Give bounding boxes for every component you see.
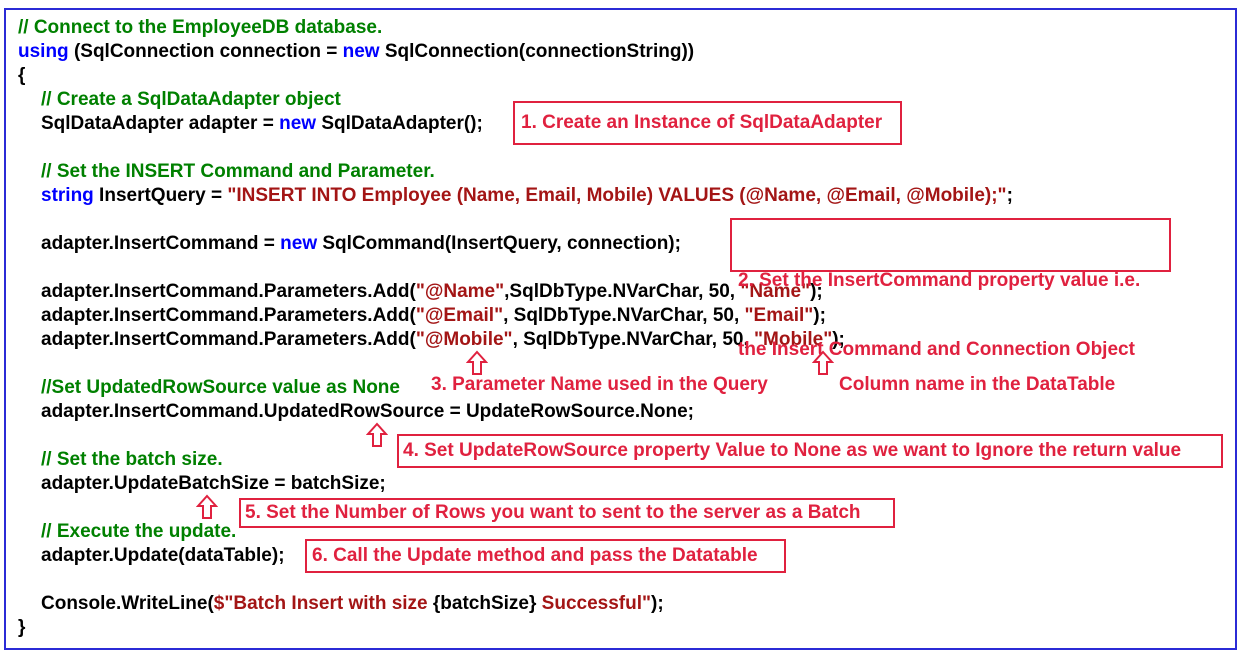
string-literal: "Email" xyxy=(744,305,814,326)
up-arrow-icon xyxy=(366,422,388,447)
code-brace-close: } xyxy=(18,617,26,638)
string-literal: "Name" xyxy=(740,281,811,302)
keyword-using: using xyxy=(18,41,69,62)
code-line-insertcommand: adapter.InsertCommand = new SqlCommand(I… xyxy=(41,232,681,256)
string-literal: $"Batch Insert with size xyxy=(213,593,433,614)
code-text: ; xyxy=(1006,185,1013,206)
string-literal: "@Name" xyxy=(415,281,505,302)
code-text: adapter.InsertCommand.Parameters.Add( xyxy=(41,305,416,326)
up-arrow-icon xyxy=(466,350,488,375)
annotation-insertcommand: 2. Set the InsertCommand property value … xyxy=(730,218,1171,360)
code-text: ); xyxy=(813,305,826,326)
annotation-create-instance: 1. Create an Instance of SqlDataAdapter xyxy=(513,101,902,145)
code-text: , SqlDbType.NVarChar, 50, xyxy=(512,329,755,350)
code-text: adapter.InsertCommand.Parameters.Add( xyxy=(41,281,416,302)
code-frame xyxy=(4,8,1237,650)
code-text: SqlConnection(connectionString)) xyxy=(379,41,695,62)
code-line-param-mobile: adapter.InsertCommand.Parameters.Add("@M… xyxy=(41,328,845,352)
string-literal: Successful" xyxy=(536,593,652,614)
code-text: Console.WriteLine( xyxy=(41,593,214,614)
code-line-update: adapter.Update(dataTable); xyxy=(41,545,285,566)
annotation-call-update: 6. Call the Update method and pass the D… xyxy=(305,539,786,573)
code-comment-insert: // Set the INSERT Command and Parameter. xyxy=(41,161,435,182)
annotation-updaterowsource: 4. Set UpdateRowSource property Value to… xyxy=(397,434,1223,468)
code-line-adapter: SqlDataAdapter adapter = new SqlDataAdap… xyxy=(41,112,483,136)
up-arrow-icon xyxy=(196,494,218,519)
code-text: adapter.InsertCommand.Parameters.Add( xyxy=(41,329,416,350)
string-literal: "INSERT INTO Employee (Name, Email, Mobi… xyxy=(227,185,1007,206)
code-line-using: using (SqlConnection connection = new Sq… xyxy=(18,40,694,64)
code-text: {batchSize} xyxy=(432,593,537,614)
code-brace-open: { xyxy=(18,65,26,86)
string-literal: "@Email" xyxy=(415,305,504,326)
code-line-batchsize: adapter.UpdateBatchSize = batchSize; xyxy=(41,473,386,494)
annotation-column-name: Column name in the DataTable xyxy=(839,374,1116,395)
code-comment-rowsource: //Set UpdatedRowSource value as None xyxy=(41,377,400,398)
code-text: SqlDataAdapter(); xyxy=(316,113,483,134)
string-literal: "@Mobile" xyxy=(415,329,513,350)
code-text: ); xyxy=(651,593,664,614)
code-text: SqlDataAdapter adapter = xyxy=(41,113,280,134)
code-comment-execute: // Execute the update. xyxy=(41,521,237,542)
code-line-writeline: Console.WriteLine($"Batch Insert with si… xyxy=(41,592,664,616)
annotation-batch-rows: 5. Set the Number of Rows you want to se… xyxy=(239,498,895,528)
annotation-insertcommand-line2: the Insert Command and Connection Object xyxy=(738,339,1135,360)
string-literal: "Mobile" xyxy=(754,329,833,350)
up-arrow-icon xyxy=(812,350,834,375)
annotation-insertcommand-line1: 2. Set the InsertCommand property value … xyxy=(738,270,1141,291)
code-text: adapter.InsertCommand = xyxy=(41,233,281,254)
code-text: (SqlConnection connection = xyxy=(68,41,343,62)
code-line-insertquery: string InsertQuery = "INSERT INTO Employ… xyxy=(41,184,1013,208)
keyword-new: new xyxy=(279,113,317,134)
keyword-new: new xyxy=(280,233,318,254)
keyword-new: new xyxy=(342,41,380,62)
code-comment-connect: // Connect to the EmployeeDB database. xyxy=(18,17,383,38)
code-line-rowsource: adapter.InsertCommand.UpdatedRowSource =… xyxy=(41,401,694,422)
code-text: , SqlDbType.NVarChar, 50, xyxy=(503,305,745,326)
code-line-param-name: adapter.InsertCommand.Parameters.Add("@N… xyxy=(41,280,823,304)
code-text: SqlCommand(InsertQuery, connection); xyxy=(317,233,681,254)
code-text: ); xyxy=(832,329,845,350)
code-text: ); xyxy=(810,281,823,302)
annotation-parameter-name: 3. Parameter Name used in the Query xyxy=(431,374,768,395)
code-text: ,SqlDbType.NVarChar, 50, xyxy=(504,281,741,302)
keyword-string: string xyxy=(41,185,94,206)
code-text: InsertQuery = xyxy=(93,185,228,206)
code-comment-batch: // Set the batch size. xyxy=(41,449,223,470)
code-line-param-email: adapter.InsertCommand.Parameters.Add("@E… xyxy=(41,304,826,328)
code-comment-adapter: // Create a SqlDataAdapter object xyxy=(41,89,341,110)
